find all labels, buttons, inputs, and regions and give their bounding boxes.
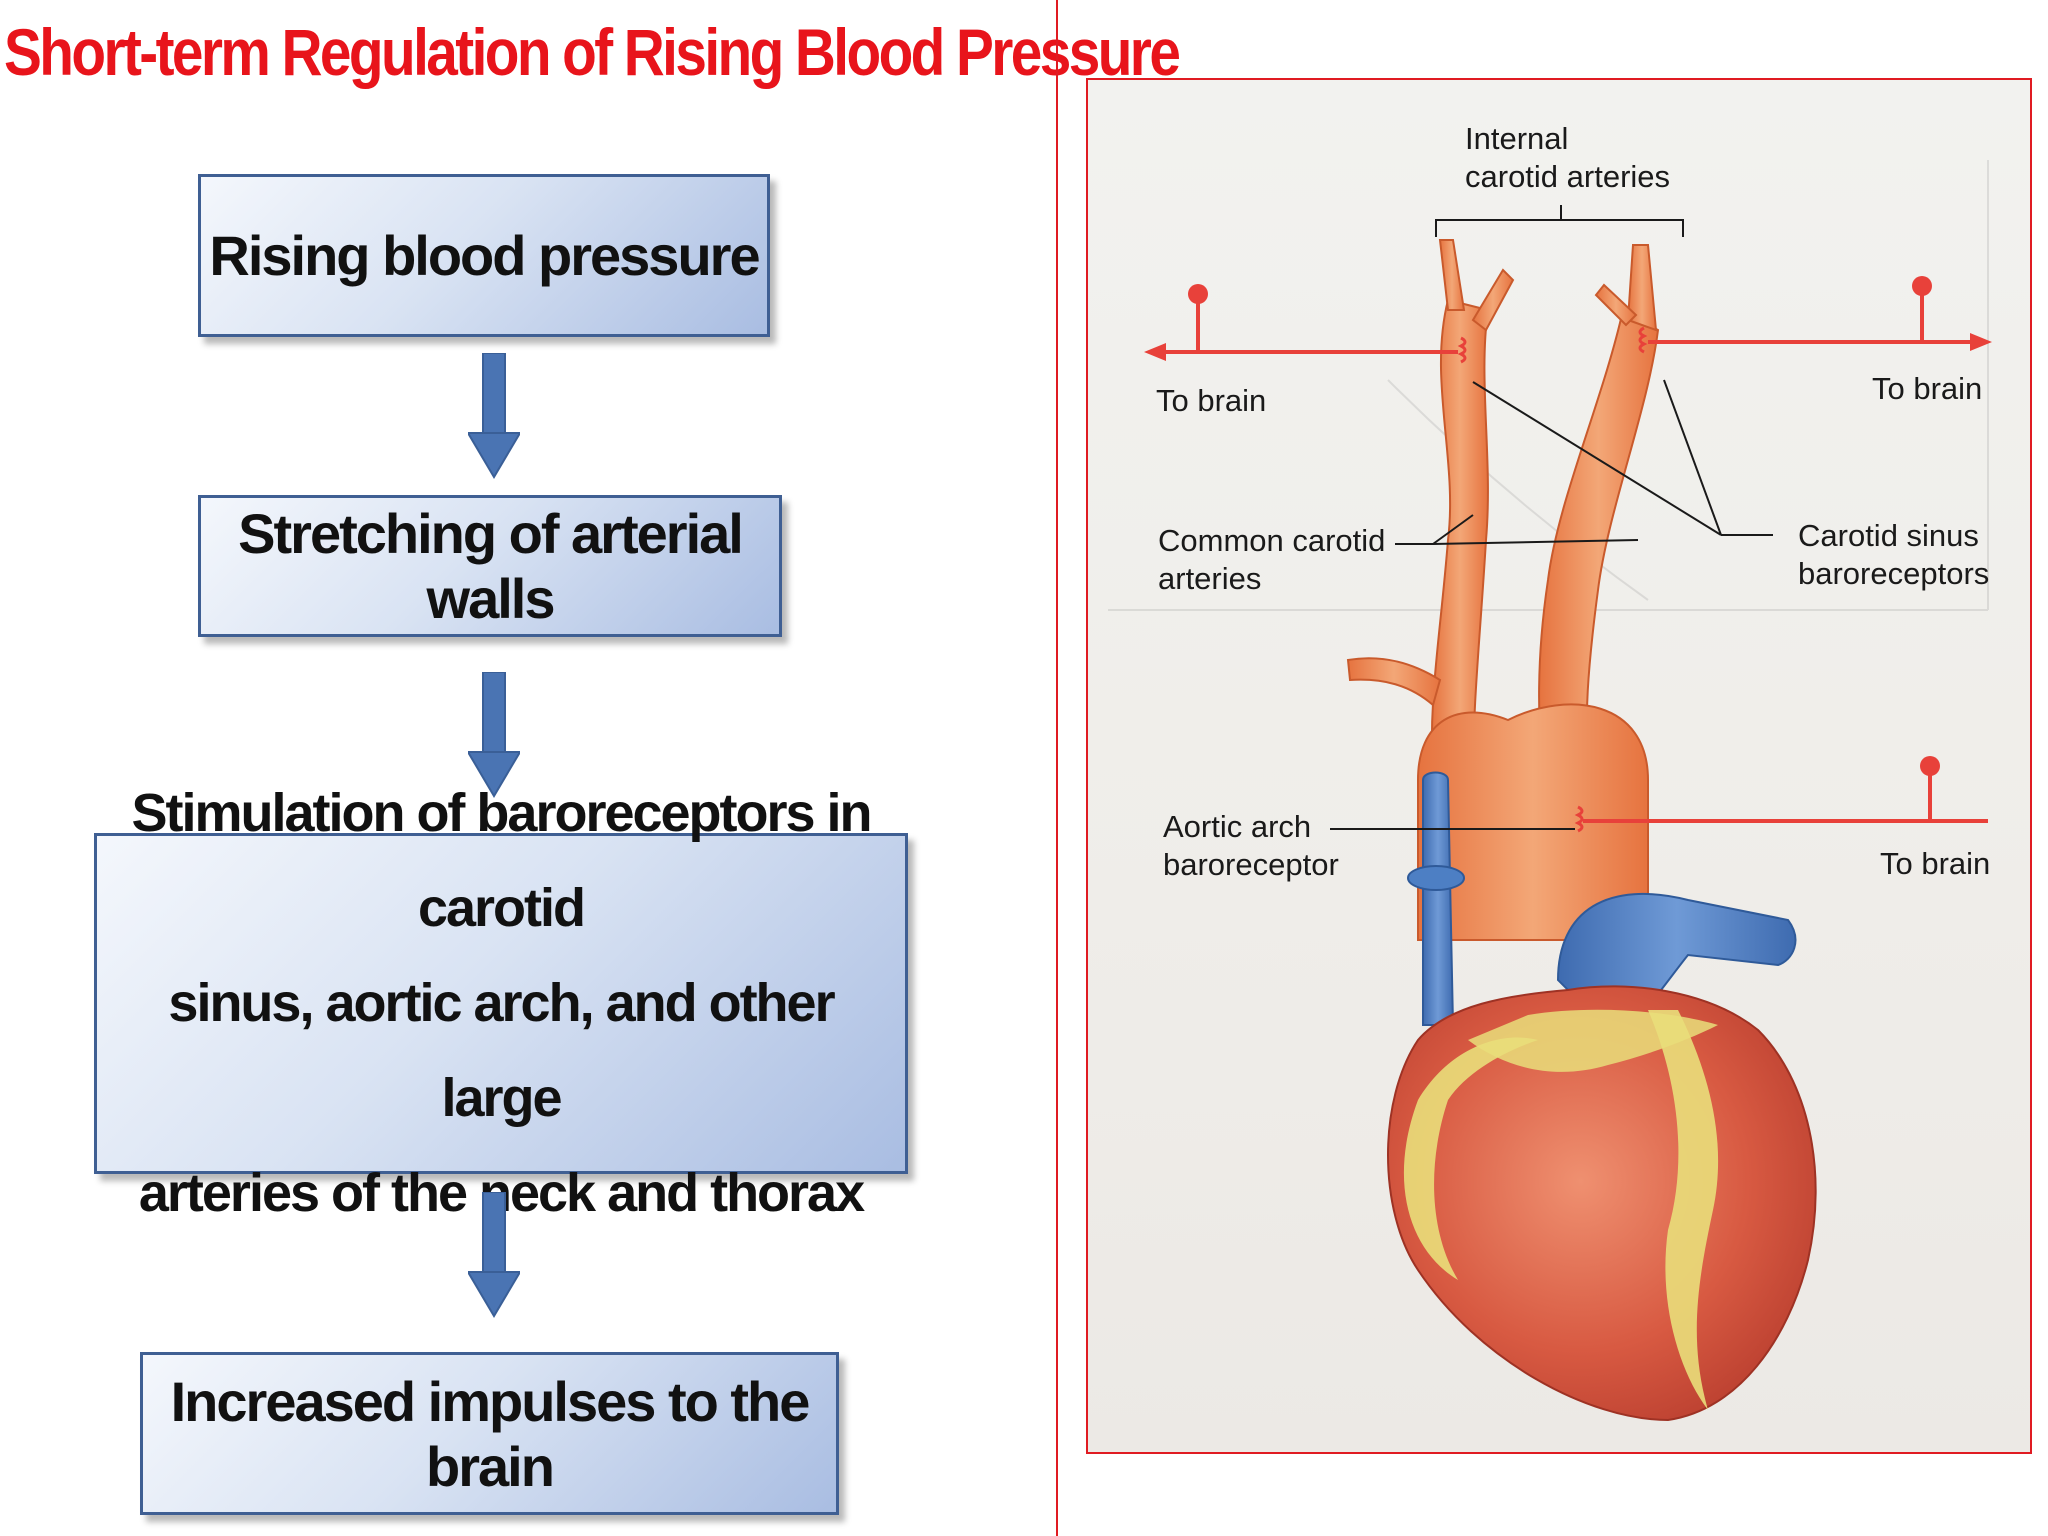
down-arrow-icon xyxy=(468,1192,520,1318)
label-line: arteries xyxy=(1158,561,1262,596)
down-arrow-icon xyxy=(468,353,520,479)
flow-step-increased-impulses: Increased impulses to the brain xyxy=(140,1352,839,1515)
superior-vena-cava xyxy=(1422,771,1455,1026)
label-to-brain-bottom: To brain xyxy=(1880,846,1991,881)
aorta xyxy=(1417,703,1649,941)
vena-cava-opening xyxy=(1407,865,1465,891)
label-line: baroreceptor xyxy=(1163,847,1339,882)
flow-step-rising-blood-pressure: Rising blood pressure xyxy=(198,174,770,337)
flow-step-text: Rising blood pressure xyxy=(209,224,760,287)
label-to-brain-right: To brain xyxy=(1872,371,1983,406)
baroreceptor-endings xyxy=(1457,326,1648,833)
heart-arteries-illustration xyxy=(1108,160,1992,1422)
flow-step-stimulation-baroreceptors: Stimulation of baroreceptors in carotid … xyxy=(94,783,908,1223)
left-internal-carotid-artery xyxy=(1438,239,1466,311)
label-common-carotid-arteries: Common carotid arteries xyxy=(1158,522,1385,598)
label-to-brain-left: To brain xyxy=(1156,383,1267,418)
down-arrow-icon xyxy=(468,672,520,798)
label-line: Aortic arch xyxy=(1163,809,1312,844)
heart-fat-left xyxy=(1403,1037,1538,1280)
label-line: Internal xyxy=(1465,121,1569,156)
right-internal-carotid-artery xyxy=(1626,244,1658,332)
label-line: Common carotid xyxy=(1158,523,1386,558)
flow-step-text-line: Stimulation of baroreceptors in carotid xyxy=(131,783,872,938)
label-aortic-arch-baroreceptor: Aortic arch baroreceptor xyxy=(1163,808,1339,884)
flow-step-text: Increased impulses to the brain xyxy=(170,1369,811,1498)
right-external-carotid-artery xyxy=(1594,283,1638,327)
label-line: Carotid sinus xyxy=(1798,518,1979,553)
left-external-carotid-artery xyxy=(1471,268,1515,332)
flow-step-text-line: sinus, aortic arch, and other large xyxy=(168,973,835,1128)
flow-step-stretching-arterial-walls: Stretching of arterial walls xyxy=(198,495,782,637)
vertical-divider xyxy=(1056,0,1058,1536)
label-line: carotid arteries xyxy=(1465,159,1671,194)
heart-fat-groove xyxy=(1648,1010,1719,1410)
page-title: Short-term Regulation of Rising Blood Pr… xyxy=(4,15,1181,89)
baroreceptor-figure: Internal carotid arteries To brain To br… xyxy=(1086,78,2032,1454)
left-subclavian-branch xyxy=(1346,657,1442,707)
label-carotid-sinus-baroreceptors: Carotid sinus baroreceptors xyxy=(1798,517,1989,593)
left-common-carotid-artery xyxy=(1430,298,1490,781)
label-internal-carotid-arteries: Internal carotid arteries xyxy=(1465,120,1670,196)
heart-fat-top xyxy=(1468,1009,1718,1072)
afferent-nerves xyxy=(1144,276,1992,823)
label-line: baroreceptors xyxy=(1798,556,1990,591)
flow-step-text: Stretching of arterial walls xyxy=(238,502,744,630)
leader-lines xyxy=(1330,205,1773,830)
